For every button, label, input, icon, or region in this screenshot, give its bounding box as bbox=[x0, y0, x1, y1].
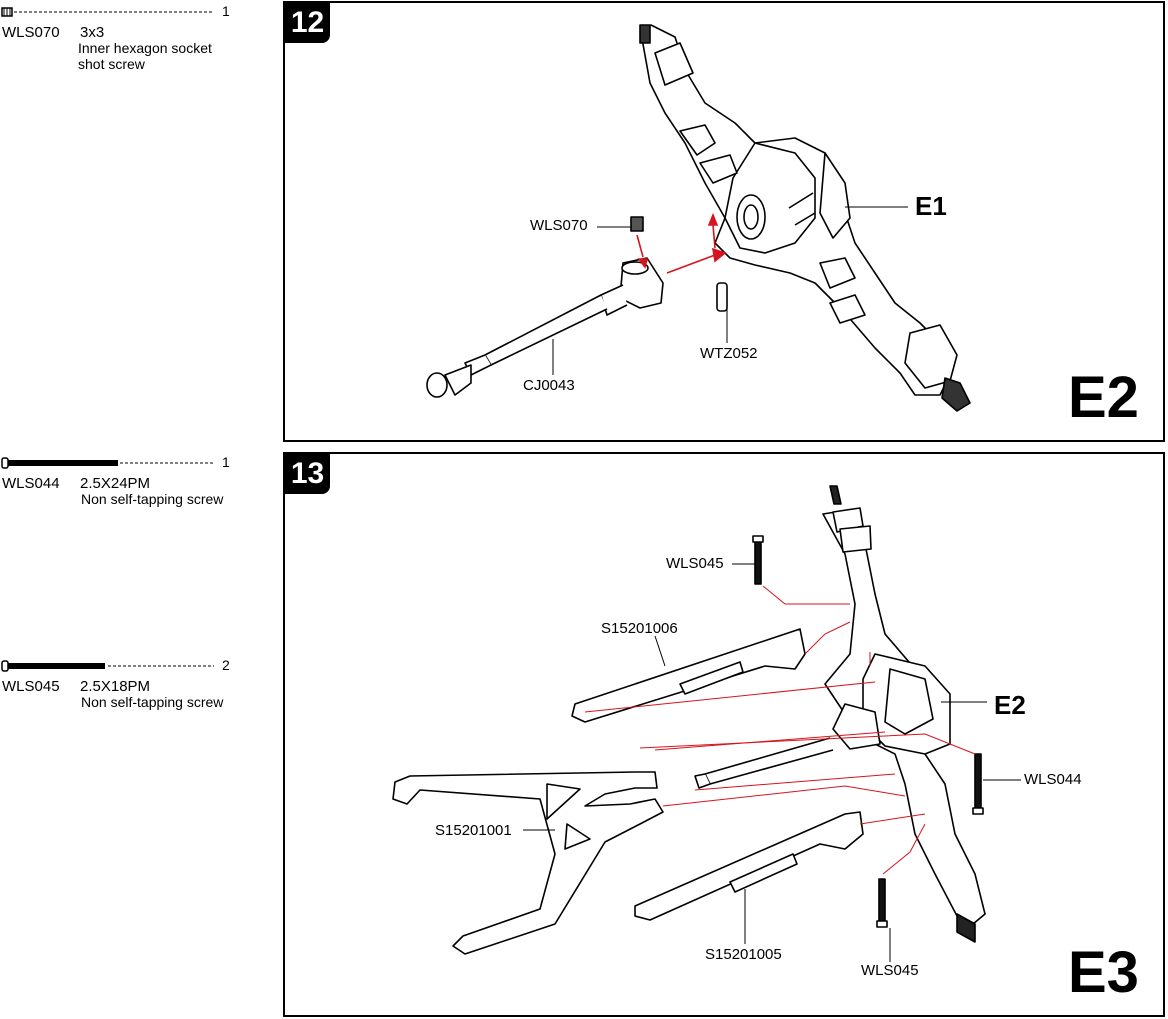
part-qty: 2 bbox=[222, 657, 230, 673]
assembly-label: E2 bbox=[1068, 365, 1139, 430]
leader-lines bbox=[523, 563, 1021, 962]
screw-wls070-icon bbox=[1, 7, 214, 17]
callout-wls070: WLS070 bbox=[530, 217, 588, 234]
part-wls070: 1 WLS070 3x3 Inner hexagon socket shot s… bbox=[0, 3, 250, 76]
part-wls045: 2 WLS045 2.5X18PM Non self-tapping screw bbox=[0, 657, 250, 720]
a-arm-s15201001 bbox=[392, 771, 664, 955]
set-screw-wls070 bbox=[630, 216, 644, 232]
part-code: WLS070 bbox=[2, 24, 60, 41]
callout-e1: E1 bbox=[915, 191, 947, 221]
callout-s15201005: S15201005 bbox=[705, 946, 782, 963]
axle-assembly-e2 bbox=[694, 485, 986, 943]
driveshaft-cj0043 bbox=[426, 257, 664, 398]
part-size: 2.5X24PM bbox=[80, 475, 151, 492]
assembly-guide-lines bbox=[584, 585, 976, 875]
callout-wls045-bottom: WLS045 bbox=[861, 962, 919, 979]
leader-lines bbox=[552, 206, 908, 375]
part-description: Inner hexagon socket shot screw bbox=[78, 40, 212, 72]
step-13-diagram bbox=[392, 485, 1021, 962]
callout-s15201006: S15201006 bbox=[601, 620, 678, 637]
part-size: 2.5X18PM bbox=[80, 678, 151, 695]
screw-wls044 bbox=[972, 753, 984, 815]
callout-wls044: WLS044 bbox=[1024, 771, 1082, 788]
callout-wls045-top: WLS045 bbox=[666, 555, 724, 572]
screw-wls045-bottom bbox=[876, 878, 888, 928]
axle-housing-e1 bbox=[639, 24, 971, 412]
screw-wls045-top bbox=[752, 535, 764, 585]
part-description: Non self-tapping screw bbox=[81, 694, 224, 710]
callout-wtz052: WTZ052 bbox=[700, 345, 758, 362]
screw-wls044-icon bbox=[1, 457, 214, 469]
pin-wtz052 bbox=[716, 282, 728, 312]
step-number: 12 bbox=[285, 3, 330, 43]
assembly-label: E3 bbox=[1068, 940, 1139, 1005]
part-description: Non self-tapping screw bbox=[81, 491, 224, 507]
part-qty: 1 bbox=[222, 454, 230, 470]
step-12-diagram bbox=[426, 24, 971, 412]
callout-e2: E2 bbox=[994, 690, 1026, 720]
callout-s15201001: S15201001 bbox=[435, 822, 512, 839]
assembly-arrows bbox=[636, 212, 727, 274]
part-code: WLS045 bbox=[2, 678, 60, 695]
step-13-panel: 13 bbox=[283, 452, 1165, 1017]
part-size: 3x3 bbox=[80, 24, 105, 41]
lower-link-s15201005 bbox=[634, 811, 864, 921]
step-12-panel: 12 bbox=[283, 1, 1165, 442]
step-number: 13 bbox=[285, 454, 330, 494]
callout-cj0043: CJ0043 bbox=[523, 377, 575, 394]
part-wls044: 1 WLS044 2.5X24PM Non self-tapping screw bbox=[0, 454, 250, 517]
screw-wls045-icon bbox=[1, 660, 214, 672]
upper-link-s15201006 bbox=[571, 628, 806, 723]
part-qty: 1 bbox=[222, 3, 230, 19]
part-code: WLS044 bbox=[2, 475, 60, 492]
